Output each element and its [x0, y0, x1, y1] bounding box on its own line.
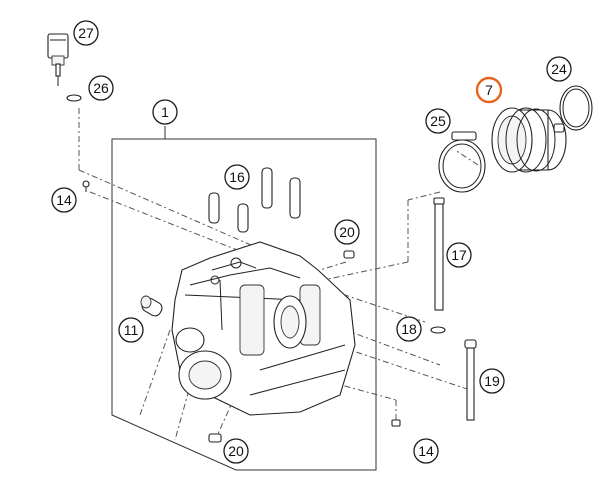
callout-19[interactable]: 19 — [479, 368, 505, 394]
callout-19-label: 19 — [484, 373, 500, 389]
callout-26-label: 26 — [93, 80, 109, 96]
callout-17[interactable]: 17 — [446, 242, 472, 268]
callout-7-label: 7 — [485, 82, 493, 98]
callout-24[interactable]: 24 — [546, 56, 572, 82]
callout-14-lower-label: 14 — [418, 443, 434, 459]
assembly-frame — [111, 126, 377, 471]
callout-27-label: 27 — [78, 25, 94, 41]
o-ring-part — [66, 94, 82, 102]
callout-11-label: 11 — [124, 322, 139, 338]
sensor-part — [47, 33, 69, 86]
callout-18-label: 18 — [401, 321, 417, 337]
callout-20-lower[interactable]: 20 — [223, 438, 249, 464]
hose-clamp-large — [553, 85, 593, 133]
valve-guides-part — [208, 167, 301, 233]
bolt-small-upper — [82, 180, 90, 192]
dowel-sleeve-part — [140, 295, 163, 317]
long-stud-part — [433, 197, 445, 311]
callout-27[interactable]: 27 — [73, 20, 99, 46]
callout-16[interactable]: 16 — [224, 164, 250, 190]
callout-7[interactable]: 7 — [475, 76, 503, 104]
bolt-small-lower — [391, 419, 401, 427]
callout-25[interactable]: 25 — [425, 108, 451, 134]
intake-flange-part — [491, 107, 567, 173]
callout-11[interactable]: 11 — [118, 317, 144, 343]
callout-14-lower[interactable]: 14 — [413, 438, 439, 464]
hose-clamp-small — [438, 131, 486, 193]
cylinder-head-part — [171, 241, 356, 416]
washer-part — [430, 326, 446, 334]
callout-14-upper[interactable]: 14 — [51, 187, 77, 213]
plug-lower — [208, 433, 222, 443]
callout-1-label: 1 — [161, 104, 169, 120]
callout-20-upper-label: 20 — [339, 224, 355, 240]
plug-upper — [343, 250, 355, 259]
callout-24-label: 24 — [551, 61, 567, 77]
callout-17-label: 17 — [451, 247, 467, 263]
callout-18[interactable]: 18 — [396, 316, 422, 342]
callout-25-label: 25 — [430, 113, 446, 129]
callout-1[interactable]: 1 — [152, 99, 178, 125]
callout-16-label: 16 — [229, 169, 245, 185]
callout-26[interactable]: 26 — [88, 75, 114, 101]
callout-20-lower-label: 20 — [228, 443, 244, 459]
callout-14-upper-label: 14 — [56, 192, 72, 208]
callout-20-upper[interactable]: 20 — [334, 219, 360, 245]
bolt-part — [464, 339, 477, 421]
leader-lines — [78, 108, 479, 441]
